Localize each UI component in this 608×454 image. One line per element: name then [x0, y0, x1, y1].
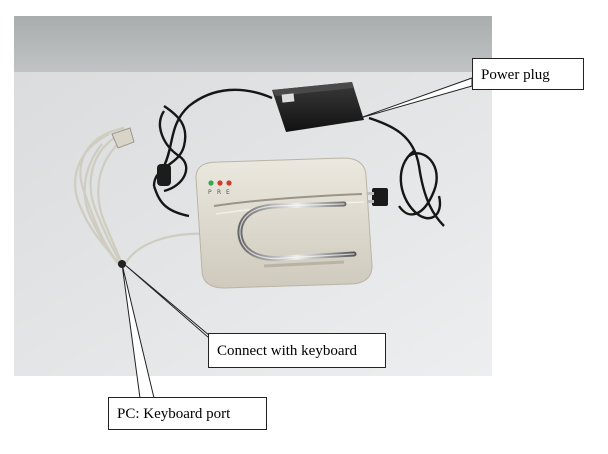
- ps2-connector: [111, 127, 135, 149]
- card-reader-device: [195, 157, 373, 289]
- led-label-r: R: [217, 189, 221, 196]
- status-leds: P R E: [208, 180, 232, 196]
- led-e: [226, 180, 232, 186]
- led-p: [208, 180, 214, 186]
- callout-connect-keyboard: Connect with keyboard: [208, 333, 386, 368]
- ferrite-bead: [157, 164, 171, 186]
- callout-power-plug: Power plug: [472, 58, 584, 90]
- grey-keyboard-cable: [74, 126, 215, 269]
- keyboard-junction-plug: [118, 260, 126, 268]
- led-label-e: E: [226, 189, 230, 196]
- led-r: [217, 180, 223, 186]
- callout-pc-keyboard-port: PC: Keyboard port: [108, 397, 267, 430]
- led-label-p: P: [208, 189, 212, 196]
- wall: [14, 16, 492, 78]
- product-photo: P R E: [14, 16, 492, 376]
- power-adapter: [272, 82, 364, 132]
